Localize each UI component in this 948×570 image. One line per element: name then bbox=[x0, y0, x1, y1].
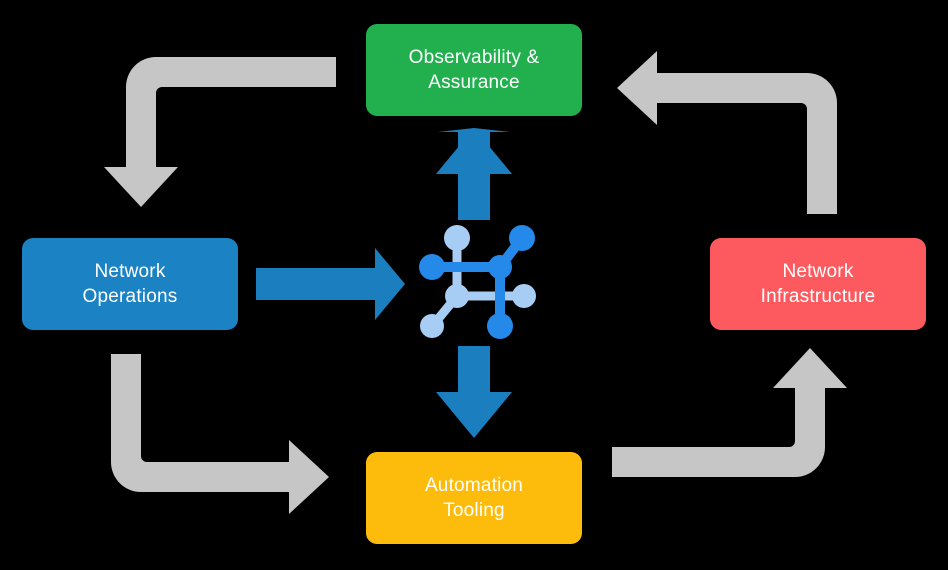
node-observability-assurance[interactable]: Observability & Assurance bbox=[366, 24, 582, 116]
arrow-automation-to-infrastructure bbox=[612, 348, 847, 477]
arrow-infrastructure-to-observability bbox=[617, 51, 837, 214]
node-automation-tooling[interactable]: Automation Tooling bbox=[366, 452, 582, 544]
arrow-observability-to-operations bbox=[104, 57, 336, 207]
arrow-operations-to-center bbox=[256, 248, 405, 320]
network-mesh-icon bbox=[419, 225, 536, 339]
arrow-center-to-automation-shaft bbox=[458, 346, 490, 396]
node-operations-label: Network Operations bbox=[82, 261, 178, 307]
node-observability-label: Observability & Assurance bbox=[408, 47, 540, 93]
node-infrastructure-label: Network Infrastructure bbox=[760, 261, 876, 307]
node-network-operations[interactable]: Network Operations bbox=[22, 238, 238, 330]
arrow-operations-to-automation bbox=[111, 354, 329, 514]
node-automation-label: Automation Tooling bbox=[424, 475, 524, 521]
mesh-nodes-secondary bbox=[420, 225, 536, 338]
node-network-infrastructure[interactable]: Network Infrastructure bbox=[710, 238, 926, 330]
arrow-center-to-observability-shaft bbox=[458, 170, 490, 220]
mesh-nodes-primary bbox=[419, 225, 535, 339]
arrow-center-to-observability-head bbox=[436, 128, 512, 174]
arrow-center-to-automation-head bbox=[436, 392, 512, 438]
